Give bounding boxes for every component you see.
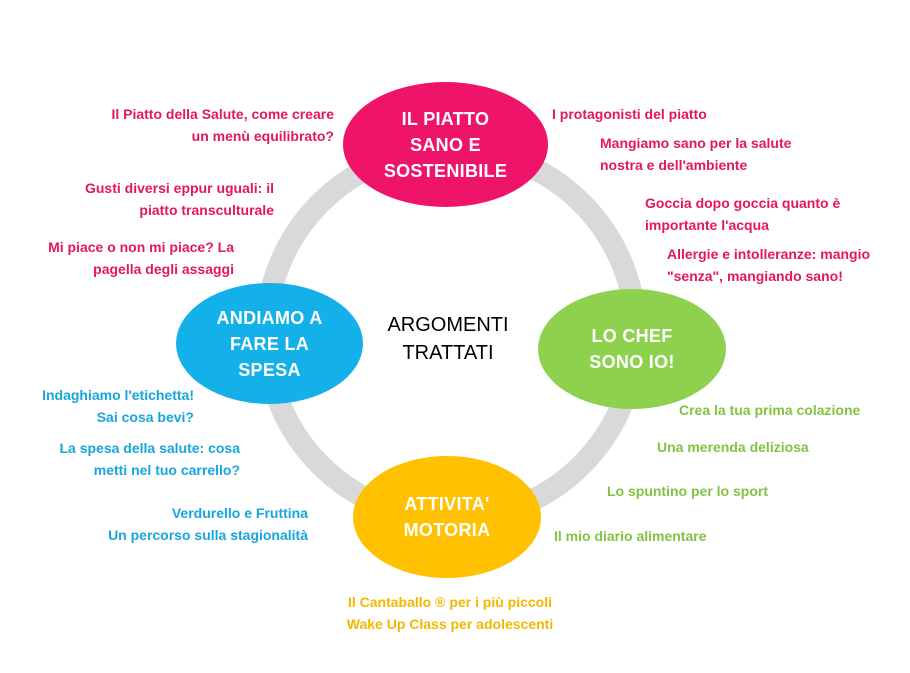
topic-stagionalita: Verdurello e Fruttina Un percorso sulla … <box>108 505 308 543</box>
topic-colazione: Crea la tua prima colazione <box>679 402 861 418</box>
topic-piatto-salute: Il Piatto della Salute, come creare un m… <box>111 106 334 144</box>
node-attivita-motoria: ATTIVITA' MOTORIA <box>353 456 541 578</box>
topic-merenda: Una merenda deliziosa <box>657 439 809 455</box>
center-label: ARGOMENTI TRATTATI <box>387 314 509 364</box>
topic-pagella-assaggi: Mi piace o non mi piace? La pagella degl… <box>48 239 234 277</box>
topic-cantaballo: Il Cantaballo ® per i più piccoli Wake U… <box>346 594 554 632</box>
node-chef: LO CHEF SONO IO! <box>538 289 726 409</box>
topic-spuntino: Lo spuntino per lo sport <box>607 483 768 499</box>
topic-piatto-transculturale: Gusti diversi eppur uguali: il piatto tr… <box>84 180 274 218</box>
node-fare-la-spesa: ANDIAMO A FARE LA SPESA <box>176 283 363 404</box>
topic-diario: Il mio diario alimentare <box>554 528 707 544</box>
topic-protagonisti: I protagonisti del piatto <box>552 106 707 122</box>
topic-carrello: La spesa della salute: cosa metti nel tu… <box>59 440 240 478</box>
topic-acqua: Goccia dopo goccia quanto è importante l… <box>645 195 841 233</box>
topic-mangiamo-sano: Mangiamo sano per la salute nostra e del… <box>600 135 792 173</box>
topic-etichetta: Indaghiamo l'etichetta! Sai cosa bevi? <box>42 387 194 425</box>
topic-allergie: Allergie e intolleranze: mangio "senza",… <box>667 246 871 284</box>
node-piatto-sano: IL PIATTO SANO E SOSTENIBILE <box>343 82 548 207</box>
